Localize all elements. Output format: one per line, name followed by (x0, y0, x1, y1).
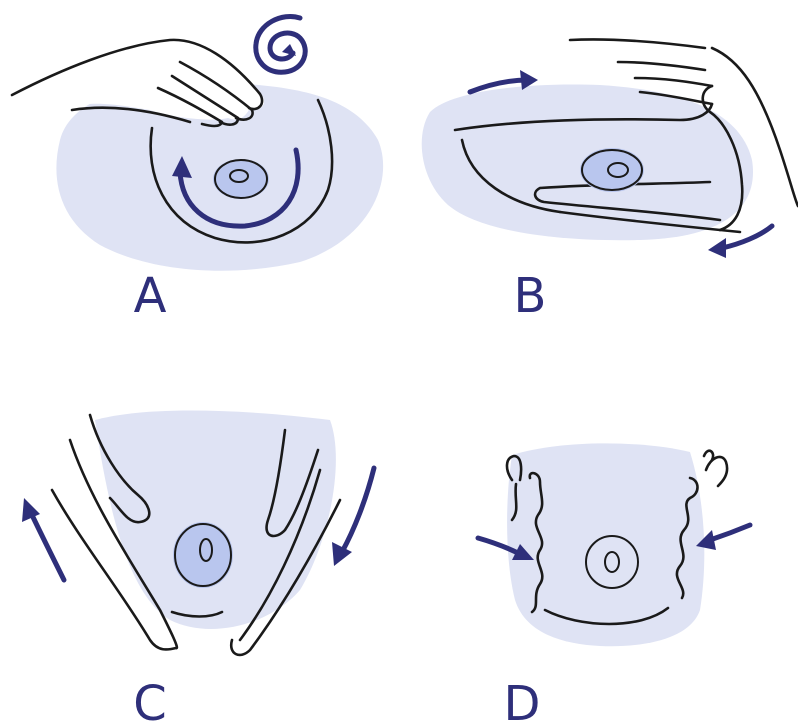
panel-a-areola (213, 159, 269, 199)
panel-c-areola (173, 522, 233, 588)
panel-c-label: C (133, 676, 167, 727)
panel-d (478, 443, 750, 646)
panel-c-right-arrowhead (332, 542, 352, 566)
panel-a-spiral-arrow (256, 16, 305, 72)
panel-b-bottom-arrow (722, 226, 772, 248)
panel-b-areola (580, 148, 644, 192)
panel-a-label: A (134, 268, 167, 324)
panel-d-label: D (504, 676, 541, 727)
panel-d-right-arrow (710, 525, 750, 540)
panel-b (422, 39, 798, 258)
panel-b-bottom-arrowhead (708, 238, 726, 258)
panel-c-left-arrow (32, 515, 64, 580)
panel-b-label: B (514, 268, 547, 324)
panel-c-right-arrow (342, 468, 374, 552)
panel-c (22, 411, 374, 655)
panel-a-hand (10, 40, 264, 120)
panel-a (10, 16, 383, 270)
